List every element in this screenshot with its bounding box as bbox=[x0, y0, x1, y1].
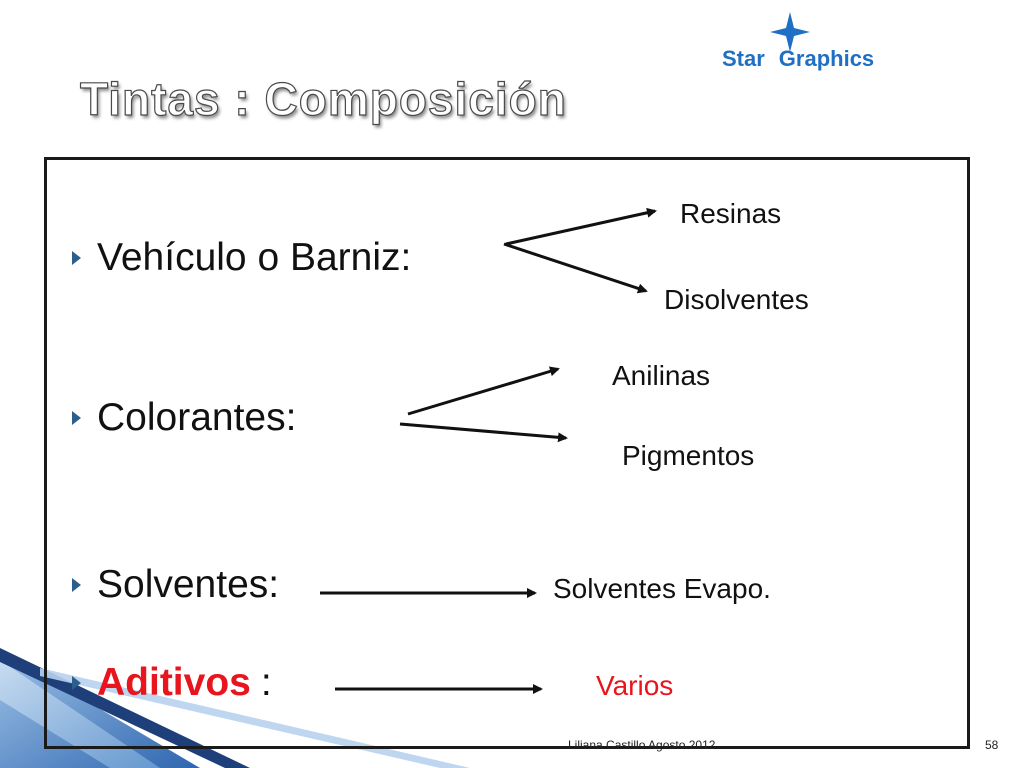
bullet-aditivos: Aditivos : bbox=[72, 661, 272, 705]
bullet-colorantes: Colorantes: bbox=[72, 396, 296, 440]
target-resinas: Resinas bbox=[680, 198, 782, 229]
arrow-to-resinas bbox=[505, 207, 657, 246]
bullet-suffix: : bbox=[260, 661, 272, 704]
bullet-label: Vehículo o Barniz: bbox=[97, 236, 412, 279]
bullet-arrow-icon bbox=[72, 251, 81, 265]
four-point-star-icon bbox=[770, 12, 810, 52]
logo-word-2: Graphics bbox=[778, 46, 875, 71]
bullet-label: Colorantes: bbox=[97, 396, 297, 439]
logo-word-1: Star bbox=[722, 46, 765, 71]
company-logo: Star Graphics bbox=[722, 12, 912, 76]
page-number: 58 bbox=[985, 738, 999, 752]
target-solventes-evapo: Solventes Evapo. bbox=[553, 573, 771, 604]
logo-text: Star Graphics bbox=[722, 46, 874, 72]
target-anilinas: Anilinas bbox=[612, 360, 711, 391]
arrow-to-pigmentos bbox=[399, 422, 568, 443]
arrow-to-anilinas bbox=[407, 366, 560, 416]
bullet-solventes: Solventes: bbox=[72, 563, 279, 607]
content-frame bbox=[44, 157, 970, 749]
bullet-label: Aditivos bbox=[97, 661, 251, 704]
target-disolventes: Disolventes bbox=[664, 284, 809, 315]
bullet-label: Solventes: bbox=[97, 563, 280, 606]
arrow-to-disolventes bbox=[503, 242, 648, 294]
footer-author: Liliana Castillo Agosto 2012 bbox=[568, 738, 716, 752]
target-pigmentos: Pigmentos bbox=[622, 440, 755, 471]
bullet-arrow-icon bbox=[72, 578, 81, 592]
bullet-arrow-icon bbox=[72, 411, 81, 425]
bullet-arrow-icon bbox=[72, 676, 81, 690]
target-varios: Varios bbox=[596, 670, 674, 701]
bullet-vehiculo: Vehículo o Barniz: bbox=[72, 236, 411, 280]
slide-title: Tintas : Composición bbox=[79, 72, 567, 125]
